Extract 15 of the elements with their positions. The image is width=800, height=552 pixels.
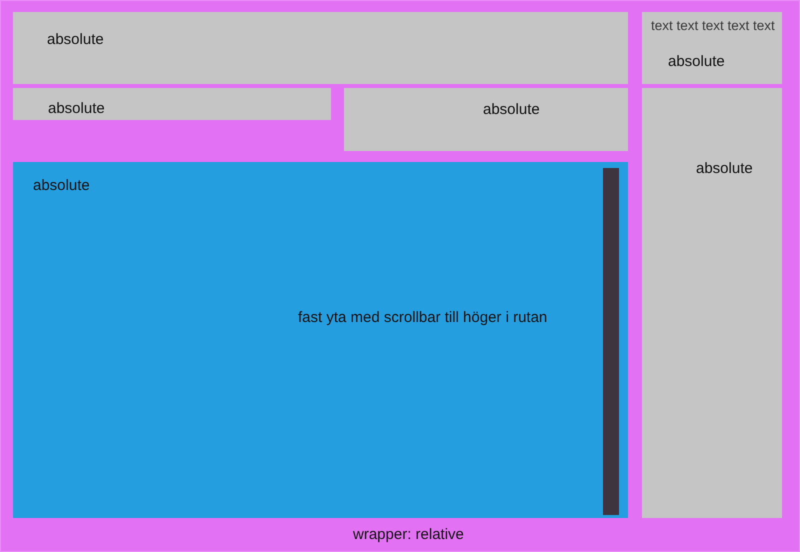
- panel-label: absolute: [696, 160, 753, 178]
- overflow-text: text text text text text: [651, 17, 775, 35]
- panel: [642, 12, 782, 84]
- panel-label: absolute: [668, 53, 725, 71]
- panel-label: absolute: [483, 101, 540, 119]
- panel-label: absolute: [33, 177, 90, 195]
- panel: [344, 88, 628, 151]
- panel-label: absolute: [47, 31, 104, 49]
- panel: [13, 12, 628, 84]
- panel: [13, 88, 331, 120]
- panel-label: absolute: [48, 100, 105, 118]
- scroll-area-panel: [13, 162, 628, 518]
- panel: [642, 88, 782, 518]
- wrapper-label: wrapper: relative: [353, 526, 464, 544]
- description-text: fast yta med scrollbar till höger i rutan: [298, 309, 548, 327]
